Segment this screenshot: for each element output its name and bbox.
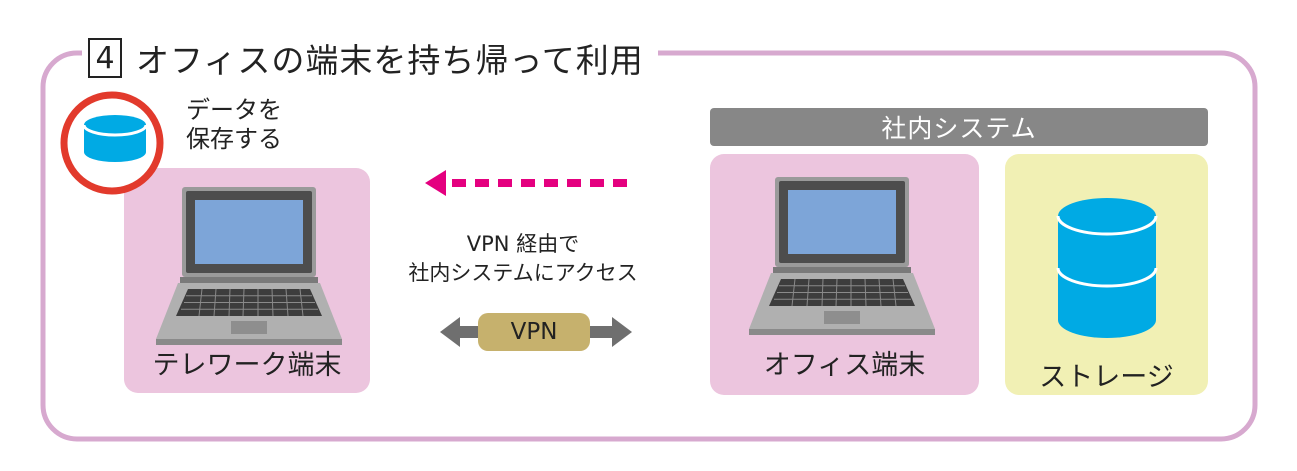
database-icon: [60, 91, 164, 195]
save-label-line2: 保存する: [186, 125, 282, 153]
dotted-arrow-left-icon: [425, 170, 627, 196]
vpn-desc-line1: VPN 経由で: [466, 232, 580, 256]
vpn-description: VPN 経由で 社内システムにアクセス: [400, 230, 646, 288]
vpn-desc-line2: 社内システムにアクセス: [408, 261, 638, 285]
diagram-title: 4 オフィスの端末を持ち帰って利用: [82, 30, 658, 86]
internal-system-banner: 社内システム: [710, 108, 1208, 146]
storage-label: ストレージ: [1039, 362, 1174, 393]
telework-laptop-icon: [155, 186, 343, 346]
vpn-pill-label: VPN: [510, 319, 558, 345]
title-text: オフィスの端末を持ち帰って利用: [136, 41, 644, 80]
title-number: 4: [88, 38, 122, 78]
save-label-line1: データを: [186, 96, 282, 124]
save-data-label: データを 保存する: [186, 96, 282, 154]
storage-cylinder-icon: [1056, 198, 1158, 338]
office-laptop-icon: [748, 176, 936, 336]
bidirectional-arrow-icon: [440, 313, 632, 351]
office-terminal-label: オフィス端末: [763, 350, 926, 381]
telework-terminal-label: テレワーク端末: [152, 350, 342, 381]
